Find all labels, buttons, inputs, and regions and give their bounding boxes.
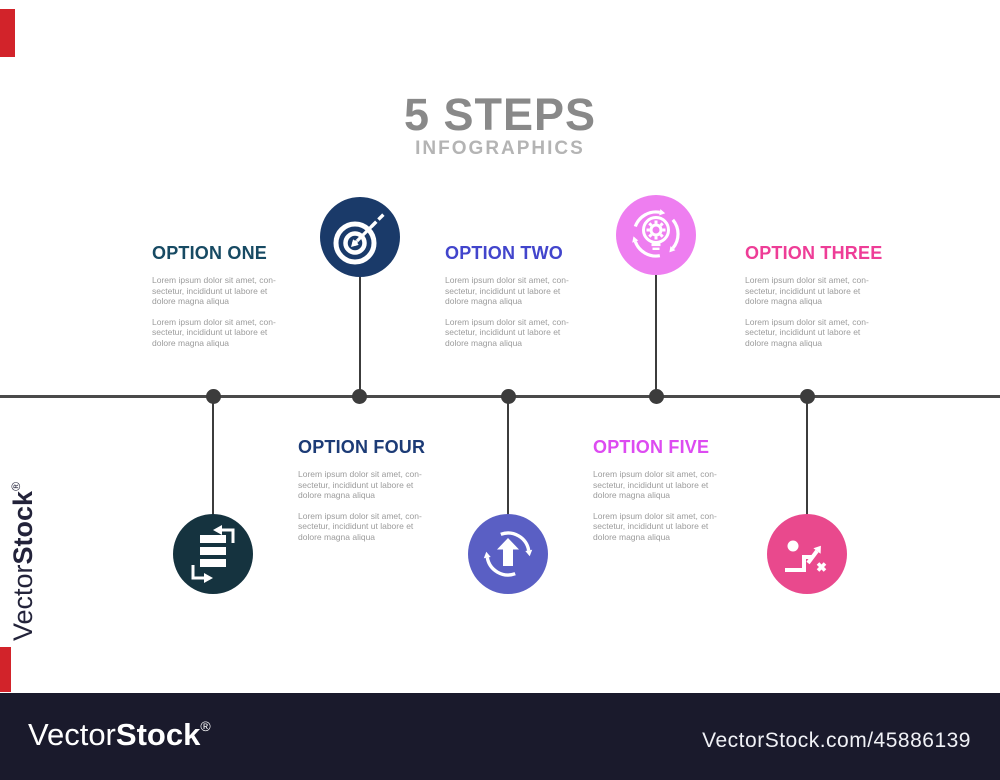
step-block-option-four: OPTION FOUR Lorem ipsum dolor sit amet, … [298, 438, 473, 552]
timeline-dot [352, 389, 367, 404]
step-paragraph: Lorem ipsum dolor sit amet, con- sectetu… [152, 275, 276, 306]
connector-line [507, 397, 509, 516]
step-paragraph: Lorem ipsum dolor sit amet, con- sectetu… [745, 275, 869, 306]
timeline-dot [205, 389, 221, 404]
connector-line [655, 274, 657, 397]
timeline-line [0, 395, 1000, 398]
registered-icon: ® [200, 718, 211, 734]
step-paragraph: Lorem ipsum dolor sit amet, con- sectetu… [445, 316, 569, 348]
connector-line [359, 276, 361, 397]
step-paragraph: Lorem ipsum dolor sit amet, con- sectetu… [298, 510, 422, 542]
brand-light-text: Vector [28, 717, 116, 752]
step-title: OPTION TWO [445, 243, 563, 263]
timeline-dot [648, 389, 664, 404]
brand-bold-text: Stock [115, 717, 201, 752]
step-paragraph: Lorem ipsum dolor sit amet, con- sectetu… [152, 316, 276, 348]
side-watermark: VectorStock® [1, 482, 38, 641]
target-dart-glyph [333, 213, 385, 265]
step-block-option-two: OPTION TWO Lorem ipsum dolor sit amet, c… [445, 244, 620, 358]
brand-light-text: Vector [8, 564, 38, 641]
connector-line [212, 397, 214, 516]
update-arrow-icon [468, 514, 548, 594]
strategy-steps-glyph [785, 540, 827, 572]
timeline-dot [799, 389, 815, 404]
page-title: 5 STEPS [403, 89, 597, 140]
step-paragraph: Lorem ipsum dolor sit amet, con- sectetu… [298, 469, 422, 500]
timeline-dot [500, 389, 516, 404]
page-subtitle: INFOGRAPHICS [415, 138, 585, 159]
bulb-gear-rotate-glyph [632, 209, 680, 258]
step-paragraph: Lorem ipsum dolor sit amet, con- sectetu… [593, 469, 717, 500]
step-block-option-three: OPTION THREE Lorem ipsum dolor sit amet,… [745, 244, 920, 358]
red-edge-mark-top [0, 9, 15, 57]
arrow-up-rotate-glyph [483, 531, 533, 577]
strategy-path-icon [767, 514, 847, 594]
brand-logo: VectorStock® [28, 711, 211, 750]
step-block-option-five: OPTION FIVE Lorem ipsum dolor sit amet, … [593, 438, 768, 552]
step-title: OPTION FOUR [298, 437, 426, 457]
innovation-bulb-icon [616, 195, 696, 275]
red-edge-mark-bottom [0, 647, 11, 692]
watermark-bar [0, 693, 1000, 780]
step-title: OPTION THREE [745, 243, 883, 263]
step-title: OPTION ONE [152, 243, 268, 263]
step-paragraph: Lorem ipsum dolor sit amet, con- sectetu… [745, 316, 869, 348]
step-paragraph: Lorem ipsum dolor sit amet, con- sectetu… [445, 275, 569, 306]
step-block-option-one: OPTION ONE Lorem ipsum dolor sit amet, c… [152, 244, 327, 358]
workflow-boxes-icon [173, 514, 253, 594]
step-title: OPTION FIVE [593, 437, 710, 457]
registered-icon: ® [9, 482, 23, 491]
stacked-boxes-arrows-glyph [191, 525, 235, 583]
brand-bold-text: Stock [8, 490, 38, 565]
watermark-url: VectorStock.com/45886139 [702, 729, 971, 752]
step-paragraph: Lorem ipsum dolor sit amet, con- sectetu… [593, 510, 717, 542]
goal-target-icon [320, 197, 400, 277]
connector-line [806, 397, 808, 516]
